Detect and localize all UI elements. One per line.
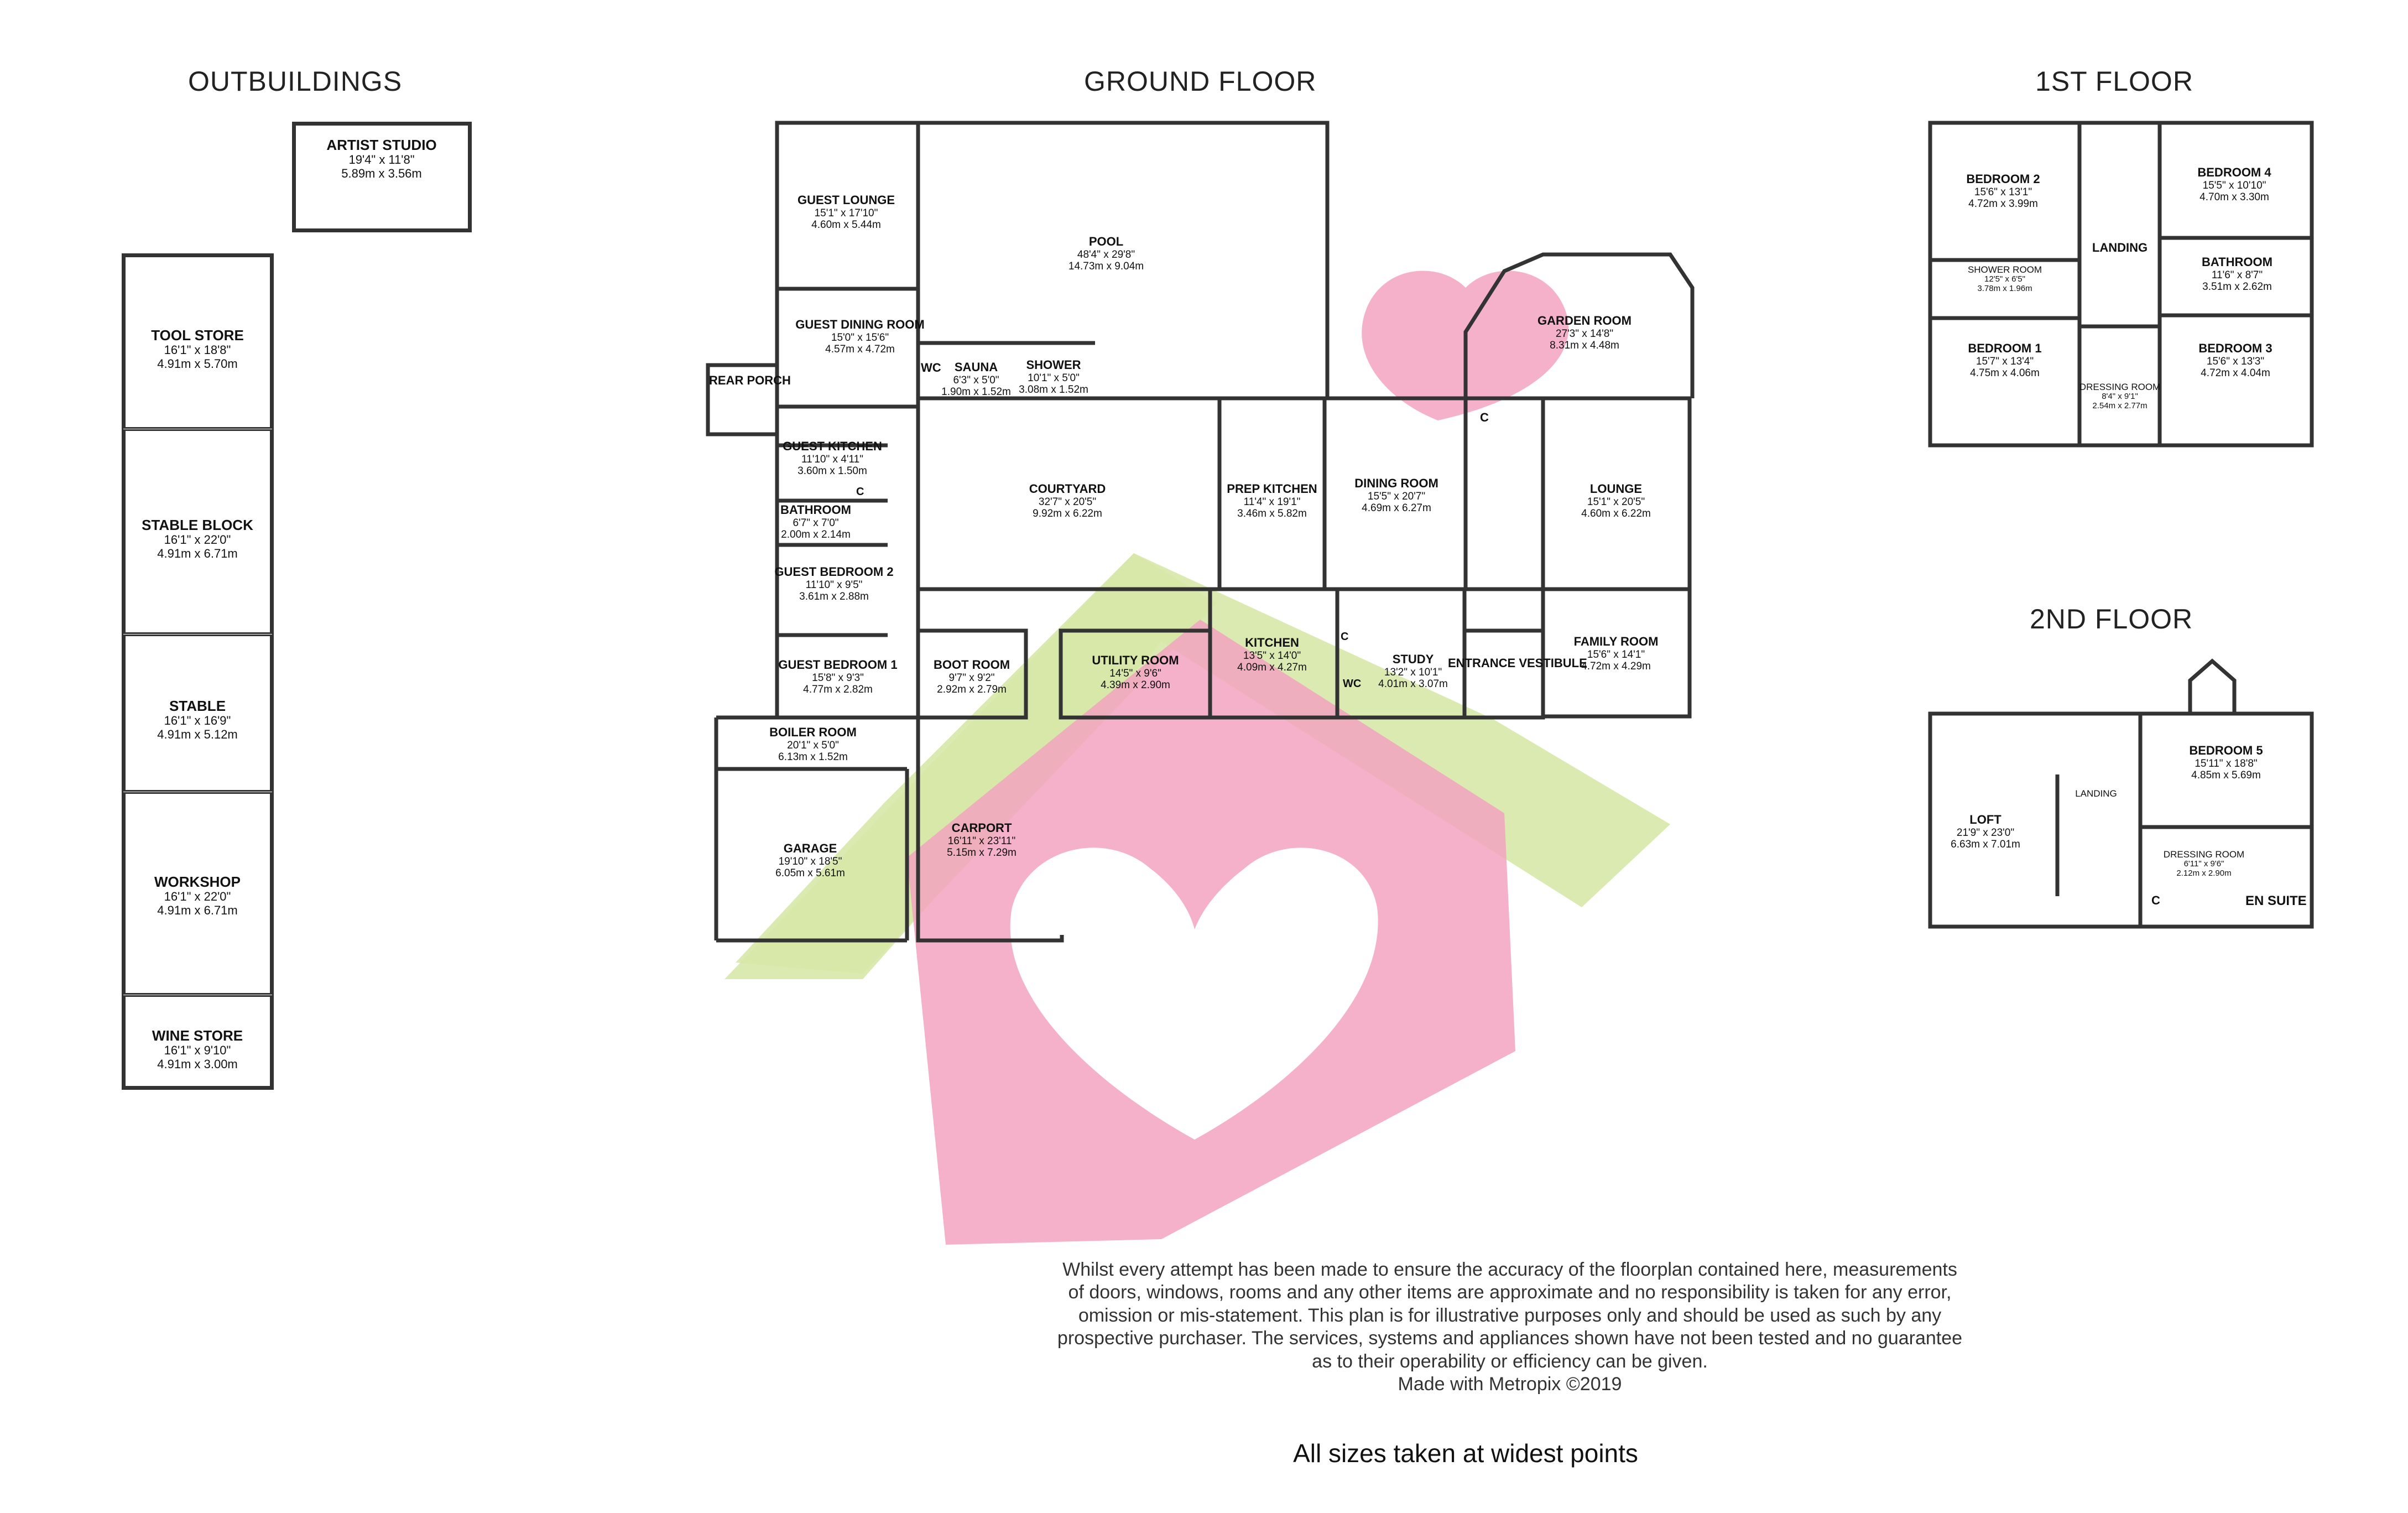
outbuildings-block [122, 253, 274, 1090]
watermark-heart-hole [1010, 848, 1378, 1140]
heading-second-floor: 2ND FLOOR [2030, 604, 2193, 635]
heading-outbuildings: OUTBUILDINGS [188, 66, 403, 97]
second-floor-outline [1928, 711, 2314, 929]
vestibule-outline [1462, 628, 1545, 720]
cupboard-tag-a: C [856, 486, 864, 498]
sf-cupboard-tag: C [2151, 893, 2160, 907]
pool-wc-tag: WC [921, 361, 941, 375]
sf-landing-label: LANDING [2075, 788, 2117, 799]
heading-first-floor: 1ST FLOOR [2035, 66, 2193, 97]
rear-porch-outline [706, 363, 779, 436]
garage-carport-outline [716, 715, 1064, 943]
study-wc-tag: WC [1343, 678, 1362, 690]
rear-porch-tag: REAR PORCH [709, 373, 791, 387]
disclaimer-text: Whilst every attempt has been made to en… [1057, 1259, 1963, 1395]
boot-room-outline [916, 628, 1028, 720]
divider-3 [122, 790, 274, 794]
entrance-vestibule-tag: ENTRANCE VESTIBULE [1448, 656, 1587, 670]
ff-landing-label: LANDING [2092, 241, 2148, 254]
divider-1 [122, 427, 274, 431]
artist-studio-room [292, 122, 472, 232]
en-suite-tag: EN SUITE [2245, 893, 2307, 908]
watermark-green-roof [736, 553, 1217, 974]
cupboard-tag-c: C [1341, 631, 1349, 643]
heading-ground-floor: GROUND FLOOR [1084, 66, 1317, 97]
divider-4 [122, 993, 274, 997]
sizes-note: All sizes taken at widest points [1293, 1439, 1638, 1468]
first-floor-outline [1928, 121, 2314, 448]
sf-bay [2188, 658, 2237, 714]
cupboard-tag-b: C [1480, 410, 1489, 424]
divider-2 [122, 632, 274, 636]
garden-room-outline [1463, 252, 1695, 398]
